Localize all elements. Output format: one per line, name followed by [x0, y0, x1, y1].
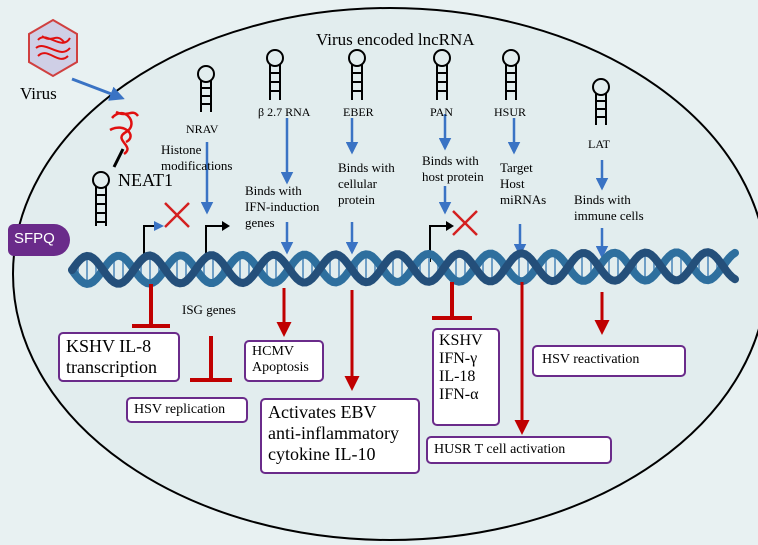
- b27-binds-line3: genes: [245, 215, 275, 230]
- ebv-line1: Activates EBV: [268, 402, 377, 422]
- tss-arrowhead-3: [446, 221, 454, 231]
- ebv-line2: anti-inflammatory: [268, 423, 399, 443]
- diagram-title: Virus encoded lncRNA: [316, 30, 475, 49]
- outcome-hcmv-apoptosis: HCMV Apoptosis: [244, 340, 324, 382]
- rna-label-nrav: NRAV: [186, 122, 219, 136]
- outcome-husr-tcell: HUSR T cell activation: [426, 436, 612, 464]
- histone-line2: modifications: [161, 158, 233, 173]
- rna-label-pan: PAN: [430, 105, 453, 119]
- ebv-line3: cytokine IL-10: [268, 444, 376, 464]
- pan-stem-loop: [433, 49, 451, 100]
- dna-strand-a: [68, 248, 739, 288]
- virus-label: Virus: [20, 84, 57, 103]
- inhibit-kshv-il8: [132, 284, 170, 328]
- tss-arrow-2: [205, 225, 222, 262]
- kshv-ifn-line3: IL-18: [439, 368, 476, 385]
- rna-label-b27: β 2.7 RNA: [258, 105, 311, 119]
- isg-genes-label: ISG genes: [182, 302, 236, 317]
- rna-label-eber: EBER: [343, 105, 374, 119]
- tss-arrow-3: [429, 225, 446, 262]
- kshv-il8-line2: transcription: [66, 357, 157, 377]
- inhibit-hsv-replication: [190, 336, 232, 382]
- hsur-target-line1: Target: [500, 160, 533, 175]
- outcome-hsv-replication: HSV replication: [126, 397, 248, 423]
- hsur-target-line2: Host: [500, 176, 525, 191]
- b27-binds-line2: IFN-induction: [245, 199, 320, 214]
- kshv-il8-line1: KSHV IL-8: [66, 336, 152, 356]
- sfpq-label: SFPQ: [14, 230, 55, 247]
- nrav-stem-loop: [197, 65, 215, 112]
- rna-label-lat: LAT: [588, 137, 610, 151]
- tss-arrow-1: [143, 221, 164, 256]
- hsv-replication-text: HSV replication: [134, 402, 226, 417]
- eber-stem-loop: [348, 49, 366, 100]
- tss-arrowhead-2: [222, 221, 230, 231]
- eber-binds-line2: cellular: [338, 176, 377, 191]
- hcmv-line1: HCMV: [252, 344, 295, 359]
- virus-icon: [28, 18, 78, 78]
- dna-strand-b: [68, 248, 739, 288]
- cross-mark-left: [164, 202, 190, 228]
- outcome-hsv-reactivation: HSV reactivation: [532, 345, 686, 377]
- inhibit-kshv-ifn: [432, 282, 472, 320]
- lat-stem-loop: [592, 78, 610, 125]
- pan-binds-line2: host protein: [422, 169, 484, 184]
- pan-binds-line1: Binds with: [422, 153, 479, 168]
- scribble-link: [112, 148, 125, 168]
- cross-mark-right: [452, 210, 478, 236]
- outcome-kshv-il8: KSHV IL-8 transcription: [58, 332, 180, 382]
- hsur-stem-loop: [502, 49, 520, 100]
- histone-line1: Histone: [161, 142, 202, 157]
- hsur-target-line3: miRNAs: [500, 192, 547, 207]
- kshv-ifn-line4: IFN-α: [439, 386, 479, 403]
- husr-text: HUSR T cell activation: [434, 442, 566, 457]
- kshv-ifn-line1: KSHV: [439, 332, 483, 349]
- outcome-ebv-il10: Activates EBV anti-inflammatory cytokine…: [260, 398, 420, 474]
- b27-stem-loop: [266, 49, 284, 100]
- viral-rna-scribble: [109, 110, 139, 156]
- sfpq-protein: [8, 224, 70, 256]
- neat1-label: NEAT1: [118, 170, 173, 190]
- kshv-ifn-line2: IFN-γ: [439, 350, 478, 367]
- lat-binds-line2: immune cells: [574, 208, 644, 223]
- lat-binds-line1: Binds with: [574, 192, 631, 207]
- hsv-reactivation-text: HSV reactivation: [542, 352, 640, 367]
- eber-binds-line3: protein: [338, 192, 375, 207]
- outcome-kshv-ifn: KSHV IFN-γ IL-18 IFN-α: [432, 328, 500, 426]
- hcmv-line2: Apoptosis: [252, 360, 309, 375]
- b27-binds-line1: Binds with: [245, 183, 302, 198]
- eber-binds-line1: Binds with: [338, 160, 395, 175]
- virus-entry-arrow: [71, 77, 125, 101]
- rna-label-hsur: HSUR: [494, 105, 527, 119]
- neat1-stem-loop: [92, 171, 110, 226]
